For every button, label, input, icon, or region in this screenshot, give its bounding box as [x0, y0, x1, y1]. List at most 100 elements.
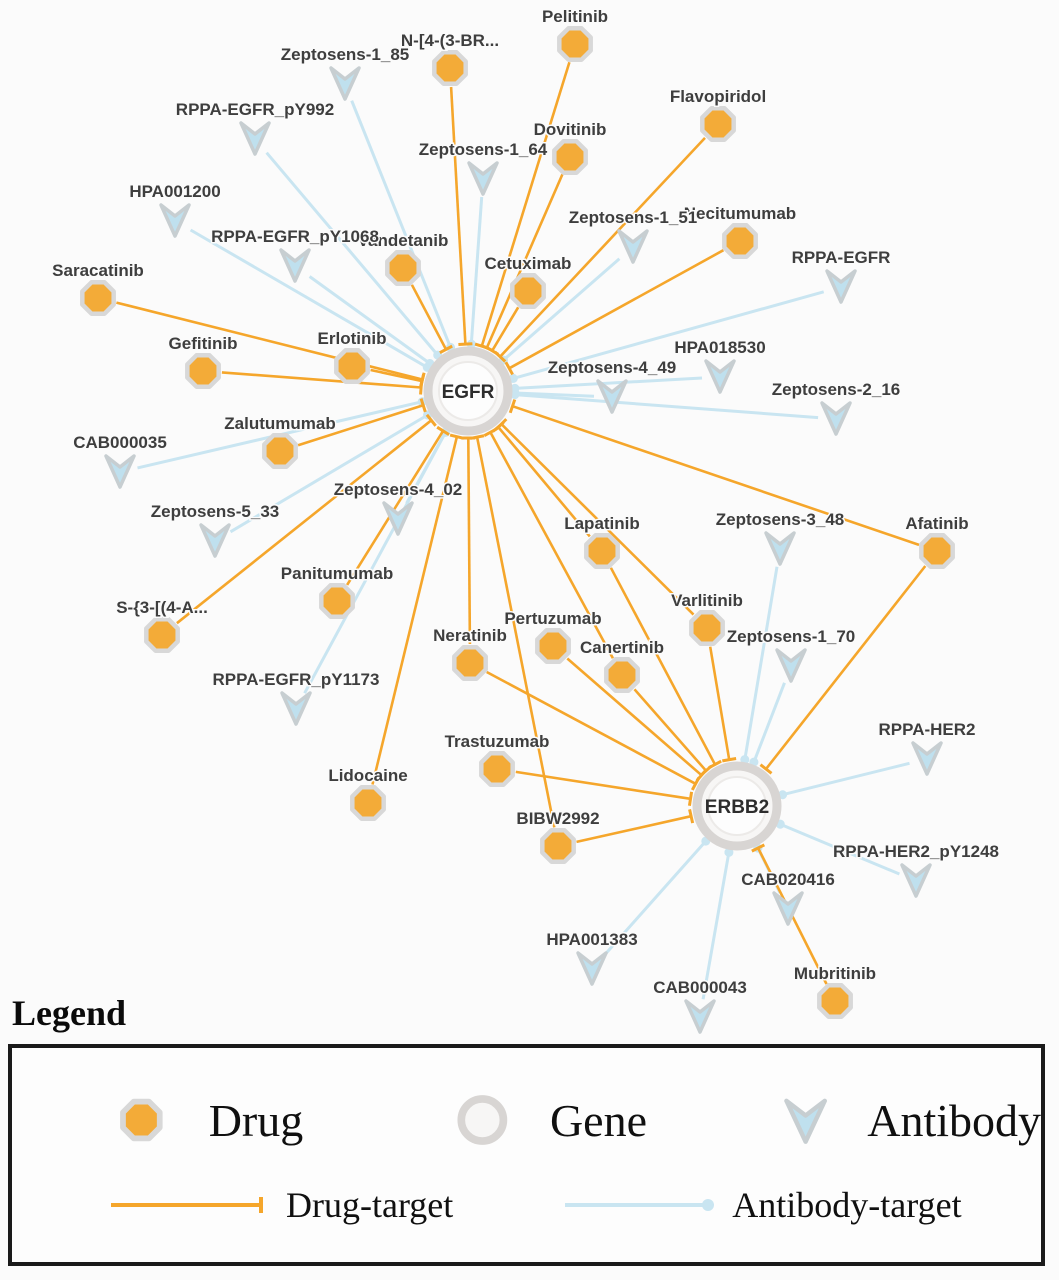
drug-node-bibw2992[interactable] — [540, 828, 576, 864]
antibody-target-edge[interactable] — [265, 151, 443, 360]
antibody-label: RPPA-EGFR_pY992 — [176, 100, 334, 119]
drug-node-necitumumab[interactable] — [722, 223, 758, 259]
drug-node-lidocaine[interactable] — [350, 785, 386, 821]
antibody-node-zeptosens-3-48[interactable] — [764, 531, 796, 566]
drug-target-edge[interactable] — [371, 433, 465, 785]
antibody-label: Zeptosens-2_16 — [772, 380, 901, 399]
antibody-node-zeptosens-1-64[interactable] — [467, 161, 499, 196]
antibody-label: RPPA-EGFR_pY1173 — [213, 670, 380, 689]
drug-node-neratinib[interactable] — [452, 645, 488, 681]
drug-target-edge[interactable] — [508, 399, 920, 547]
antibody-target-edge[interactable] — [510, 388, 595, 398]
antibody-node-zeptosens-4-02[interactable] — [382, 501, 414, 536]
antibody-target-edge[interactable] — [189, 228, 432, 372]
antibody-node-rppa-her2-py1248[interactable] — [900, 863, 932, 898]
drug-node-mubritinib[interactable] — [817, 983, 853, 1019]
antibody-target-edge[interactable] — [740, 566, 779, 765]
drug-target-edge[interactable] — [708, 646, 737, 763]
drug-target-edge[interactable] — [221, 371, 424, 395]
drug-node-varlitinib[interactable] — [689, 610, 725, 646]
antibody-node-rppa-egfr-py1068[interactable] — [279, 248, 311, 283]
drug-node-cetuximab[interactable] — [510, 273, 546, 309]
antibody-node-rppa-egfr-py1173[interactable] — [280, 691, 312, 726]
drug-node-pertuzumab[interactable] — [535, 628, 571, 664]
drug-node-n-4-3-br[interactable] — [432, 50, 468, 86]
drug-node-erlotinib[interactable] — [334, 348, 370, 384]
drug-target-edge[interactable] — [116, 301, 426, 387]
antibody-target-edge[interactable] — [749, 682, 786, 767]
antibody-target-edge[interactable] — [303, 427, 451, 694]
drug-node-gefitinib[interactable] — [185, 353, 221, 389]
antibody-node-cab020416[interactable] — [772, 891, 804, 926]
antibody-node-rppa-her2[interactable] — [911, 741, 943, 776]
antibody-node-zeptosens-1-85[interactable] — [329, 66, 361, 101]
antibody-node-zeptosens-1-70[interactable] — [775, 648, 807, 683]
drug-node-canertinib[interactable] — [604, 657, 640, 693]
drug-node-afatinib[interactable] — [919, 533, 955, 569]
antibody-node-hpa001200[interactable] — [159, 203, 191, 238]
drug-target-edge[interactable] — [449, 86, 473, 346]
antibody-target-edge[interactable] — [466, 196, 484, 349]
drug-target-edge[interactable] — [370, 368, 426, 389]
drug-node-pelitinib[interactable] — [557, 26, 593, 62]
drug-target-edge[interactable] — [474, 61, 571, 350]
drug-target-edge[interactable] — [486, 670, 701, 791]
drug-target-edge-icon — [111, 1197, 263, 1213]
antibody-target-edge[interactable] — [229, 410, 433, 534]
antibody-node-cab000035[interactable] — [104, 454, 136, 489]
antibody-node-hpa001383[interactable] — [576, 951, 608, 986]
drug-node-zalutumumab[interactable] — [262, 433, 298, 469]
drug-target-edge[interactable] — [491, 421, 591, 538]
drug-target-edge[interactable] — [469, 434, 556, 828]
drug-target-edge[interactable] — [410, 284, 453, 354]
antibody-target-edge[interactable] — [510, 376, 703, 393]
drug-target-edge[interactable] — [515, 770, 694, 806]
antibody-target-edge[interactable] — [350, 100, 455, 352]
legend-label-antibody-target: Antibody-target — [732, 1185, 962, 1225]
drug-target-edge[interactable] — [485, 306, 520, 356]
drug-node-saracatinib[interactable] — [80, 280, 116, 316]
drug-node-s-3-4-a[interactable] — [144, 617, 180, 653]
drug-target-edge[interactable] — [504, 249, 725, 376]
drug-target-edge[interactable] — [759, 565, 927, 775]
drug-node-flavopiridol[interactable] — [700, 106, 736, 142]
antibody-target-edge[interactable] — [308, 275, 435, 368]
drug-target-edge[interactable] — [176, 413, 437, 625]
antibody-node-zeptosens-2-16[interactable] — [820, 401, 852, 436]
drug-target-edge[interactable] — [297, 398, 427, 447]
drug-node-lapatinib[interactable] — [584, 533, 620, 569]
antibody-target-edge[interactable] — [778, 761, 910, 800]
drug-node-trastuzumab[interactable] — [479, 751, 515, 787]
drug-target-edge[interactable] — [609, 567, 722, 770]
drug-target-edge[interactable] — [633, 688, 713, 777]
antibody-target-edge[interactable] — [602, 836, 711, 957]
antibody-target-edge[interactable] — [701, 847, 734, 1000]
drug-label: Canertinib — [580, 638, 664, 657]
antibody-node-zeptosens-5-33[interactable] — [199, 523, 231, 558]
drug-target-edge[interactable] — [479, 173, 564, 353]
antibody-node-hpa018530[interactable] — [704, 359, 736, 394]
antibody-node-cab000043[interactable] — [684, 999, 716, 1034]
drug-node-panitumumab[interactable] — [319, 583, 355, 619]
drug-target-edge[interactable] — [576, 809, 695, 844]
antibody-node-rppa-egfr[interactable] — [825, 269, 857, 304]
antibody-target-edge[interactable] — [508, 290, 825, 383]
antibody-node-rppa-egfr-py992[interactable] — [239, 121, 271, 156]
antibody-node-zeptosens-4-49[interactable] — [596, 379, 628, 414]
drug-label: Erlotinib — [318, 329, 387, 348]
antibody-target-edge[interactable] — [510, 390, 819, 420]
drug-target-edge[interactable] — [566, 657, 708, 782]
drug-node-dovitinib[interactable] — [552, 139, 588, 175]
drug-node-vandetanib[interactable] — [385, 250, 421, 286]
drug-target-edge[interactable] — [483, 427, 615, 659]
antibody-node-zeptosens-1-51[interactable] — [617, 229, 649, 264]
antibody-target-edge[interactable] — [498, 257, 621, 365]
antibody-target-edge[interactable] — [775, 819, 900, 876]
drug-label: Flavopiridol — [670, 87, 766, 106]
drug-target-edge[interactable] — [493, 137, 706, 363]
drug-target-edge[interactable] — [345, 425, 450, 586]
drug-target-edge[interactable] — [461, 436, 476, 645]
drug-target-edge[interactable] — [495, 418, 695, 616]
